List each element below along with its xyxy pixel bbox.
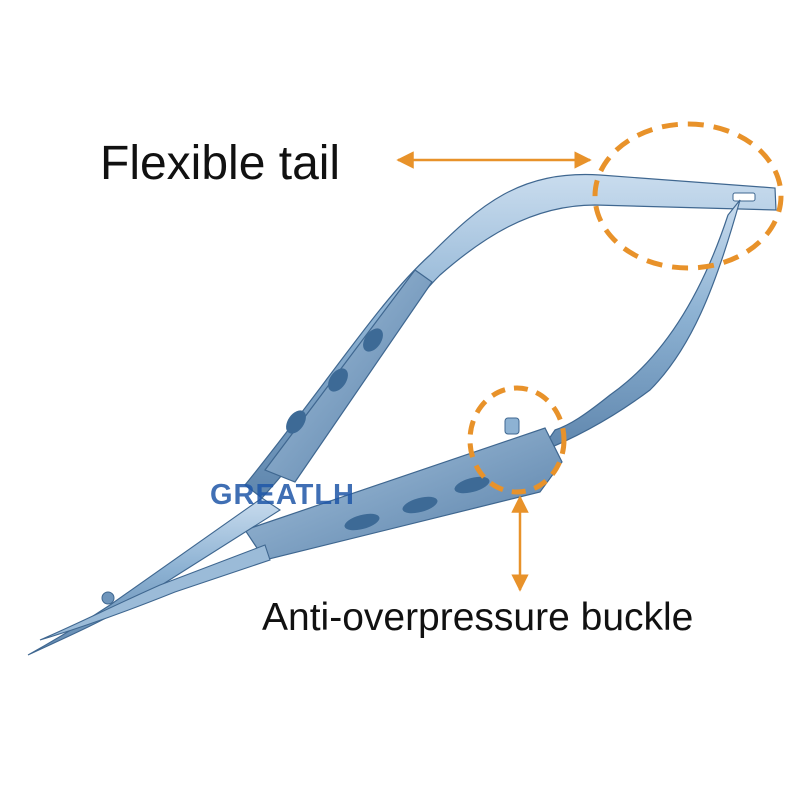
- grip-hole: [402, 496, 438, 514]
- buckle-callout-circle: [467, 385, 567, 495]
- lower-blade: [39, 544, 271, 641]
- brand-watermark: GREATLH: [210, 479, 356, 511]
- buckle-pin: [504, 417, 520, 435]
- grip-hole: [328, 368, 348, 392]
- pivot-screw: [101, 591, 115, 605]
- upper-grip: [264, 269, 433, 483]
- anti-overpressure-buckle-label: Anti-overpressure buckle: [262, 596, 694, 639]
- grip-hole: [286, 410, 306, 434]
- grip-hole: [363, 328, 383, 352]
- lower-handle-arm: [538, 199, 741, 454]
- tail-callout-circle: [592, 121, 784, 271]
- grip-hole: [454, 476, 490, 494]
- tail-slot: [732, 192, 756, 202]
- flexible-tail-label: Flexible tail: [100, 137, 341, 190]
- grip-hole: [344, 513, 380, 531]
